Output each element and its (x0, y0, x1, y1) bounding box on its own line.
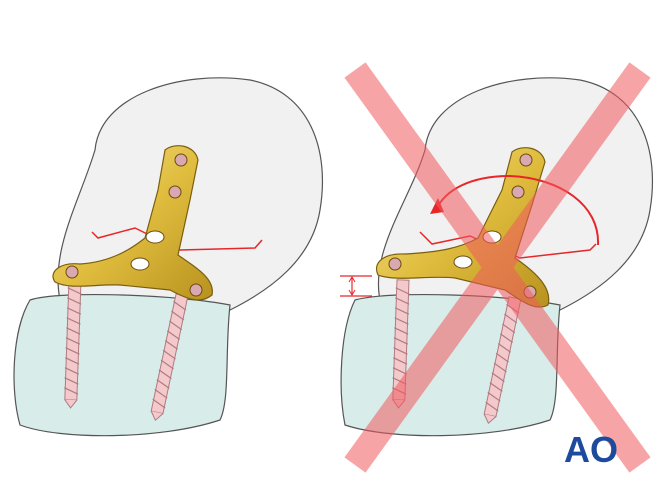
panel-correct-fixation (13, 77, 324, 437)
bone-shaft (13, 293, 231, 437)
incorrect-cross-mark (344, 62, 651, 473)
t-plate (52, 145, 213, 301)
step-off-indicator (340, 275, 372, 297)
ao-logo: AO (564, 429, 618, 470)
ao-logo-text: AO (564, 429, 618, 470)
